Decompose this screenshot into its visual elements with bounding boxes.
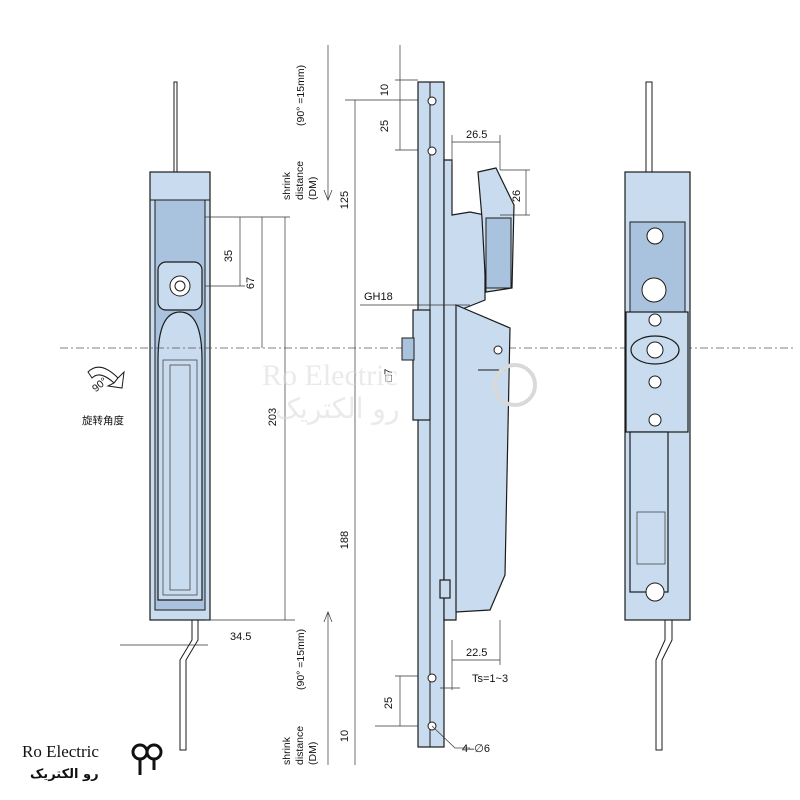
dim-34-5: 34.5 — [230, 631, 251, 643]
shrink-value-top: (90° =15mm) — [295, 65, 307, 126]
rotation-indicator: 90° 旋转角度 — [82, 366, 125, 427]
top-shrink-note: shrink distance (DM) (90° =15mm) — [281, 45, 333, 201]
bottom-shrink-note: shrink distance (DM) (90° =15mm) — [281, 611, 333, 765]
side-view — [401, 81, 515, 748]
logo-mark-icon — [131, 743, 163, 775]
dim-203: 203 — [267, 408, 279, 426]
dim-holes: 4–∅6 — [462, 743, 490, 755]
side-view-dimensions: 10 25 125 188 26.5 26 GH18 □7 22.5 Ts=1~… — [339, 45, 530, 765]
dim-22-5: 22.5 — [466, 647, 487, 659]
shrink-value-bottom: (90° =15mm) — [295, 629, 307, 690]
front-view — [60, 81, 795, 751]
dm-word-top: (DM) — [307, 177, 319, 200]
watermark-fa: رو الکتریک — [275, 392, 399, 425]
dim-ts: Ts=1~3 — [472, 673, 508, 685]
dim-26-5: 26.5 — [466, 129, 487, 141]
dim-26: 26 — [511, 190, 523, 202]
dim-gh18: GH18 — [364, 291, 393, 303]
watermark-en: Ro Electric — [262, 359, 398, 392]
logo-fa: رو الکتریک — [30, 767, 99, 782]
front-view-dimensions: 35 67 203 34.5 — [120, 216, 295, 646]
watermark: Ro Electric رو الکتریک — [262, 359, 537, 425]
dim-125: 125 — [339, 191, 351, 209]
logo-en: Ro Electric — [22, 742, 99, 761]
dim-10-bottom: 10 — [339, 730, 351, 742]
dim-188: 188 — [339, 531, 351, 549]
rotation-degree-label: 90° — [90, 375, 110, 394]
shrink-word-top: shrink — [281, 171, 293, 200]
shrink-word-bottom: shrink — [281, 736, 293, 765]
back-view — [624, 81, 691, 751]
brand-logo: Ro Electric رو الکتریک — [22, 742, 163, 782]
rotation-angle-label: 旋转角度 — [82, 414, 124, 427]
distance-word-bottom: distance — [294, 726, 306, 765]
dim-67: 67 — [245, 277, 257, 289]
distance-word-top: distance — [294, 161, 306, 200]
dim-35: 35 — [223, 250, 235, 262]
dim-25-bottom: 25 — [383, 697, 395, 709]
dm-word-bottom: (DM) — [307, 742, 319, 765]
dim-sq7: □7 — [383, 369, 395, 382]
dim-10-top: 10 — [379, 84, 391, 96]
dim-25-top: 25 — [379, 120, 391, 132]
